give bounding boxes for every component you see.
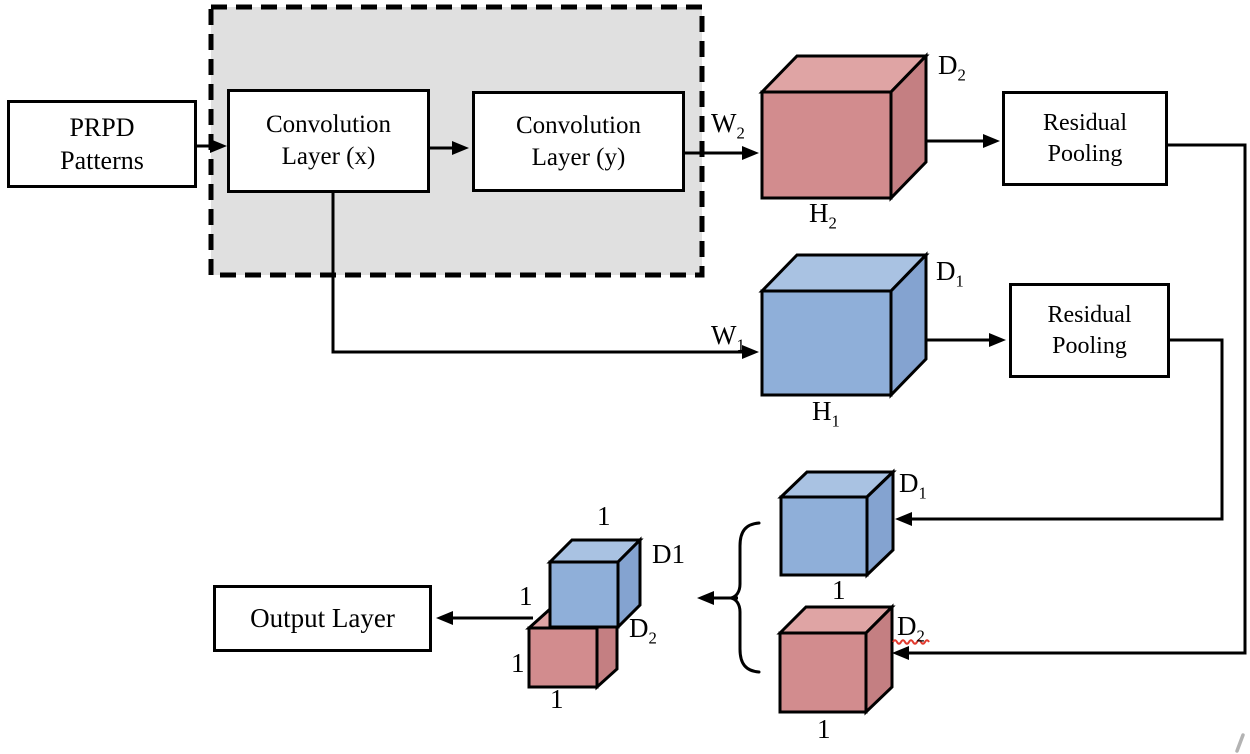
- arrow-blue-cube-to-rp2: [926, 333, 1006, 347]
- arrow-prpd-to-convx: [197, 139, 227, 153]
- arrow-stacked-cubes-to-output: [436, 611, 533, 625]
- feature-map-cube-blue-large: [758, 251, 930, 399]
- convx-label-line2: Layer (x): [281, 143, 376, 170]
- residual-pooling-2-box: Residual Pooling: [1009, 283, 1170, 378]
- label-stack-blue-left-one: 1: [519, 581, 533, 611]
- convolution-layer-x-box: Convolution Layer (x): [227, 89, 430, 193]
- label-one-small-blue: 1: [832, 575, 846, 605]
- prpd-label-line2: Patterns: [60, 146, 144, 175]
- label-stack-top-one: 1: [597, 501, 611, 531]
- label-d2-top: D2: [938, 50, 966, 85]
- pooled-cube-red-small: [776, 603, 896, 716]
- arrow-convx-to-convy: [430, 141, 469, 155]
- pooled-cube-blue-small: [777, 468, 897, 579]
- label-h1: H1: [812, 396, 840, 431]
- label-d2-small-cube: D2: [897, 611, 925, 646]
- arrow-rp1-to-small-red-cube: [892, 143, 1247, 660]
- prpd-patterns-box: PRPD Patterns: [7, 100, 197, 188]
- label-stack-d1: D1: [652, 539, 685, 569]
- rp2-label-line1: Residual: [1047, 301, 1132, 328]
- arrow-convy-to-red-cube: [685, 146, 759, 160]
- label-h2: H2: [809, 198, 837, 233]
- convx-label-line1: Convolution: [265, 111, 391, 138]
- arrow-red-cube-to-rp1: [926, 134, 1000, 148]
- output-layer-box: Output Layer: [213, 585, 432, 652]
- convy-label-line1: Convolution: [515, 111, 641, 139]
- arrow-rp2-to-small-blue-cube: [895, 338, 1224, 526]
- convolution-layer-y-box: Convolution Layer (y): [472, 91, 685, 192]
- feature-map-cube-red-large: [758, 52, 930, 202]
- spellcheck-squiggle: [892, 639, 930, 645]
- corner-artifact: [1235, 733, 1245, 753]
- rp2-label-line2: Pooling: [1052, 332, 1127, 359]
- output-label: Output Layer: [250, 603, 395, 634]
- stacked-cube-blue: [546, 536, 644, 631]
- label-stack-red-left-one: 1: [511, 648, 525, 678]
- label-d1-mid: D1: [936, 256, 964, 291]
- rp1-label-line2: Pooling: [1047, 140, 1123, 167]
- label-w1: W1: [711, 320, 745, 355]
- residual-pooling-1-box: Residual Pooling: [1002, 91, 1168, 186]
- prpd-label-line1: PRPD: [69, 112, 135, 142]
- arrow-convx-skip-to-blue-cube: [331, 193, 759, 359]
- label-stack-d2: D2: [629, 613, 657, 648]
- label-one-small-red: 1: [817, 714, 831, 744]
- convy-label-line2: Layer (y): [531, 143, 626, 171]
- rp1-label-line1: Residual: [1043, 109, 1127, 136]
- label-d1-small-cube: D1: [899, 468, 927, 503]
- label-w2: W2: [711, 108, 745, 143]
- label-stack-bottom-one: 1: [550, 684, 564, 714]
- arrow-brace-to-stacked-cubes: [697, 591, 738, 605]
